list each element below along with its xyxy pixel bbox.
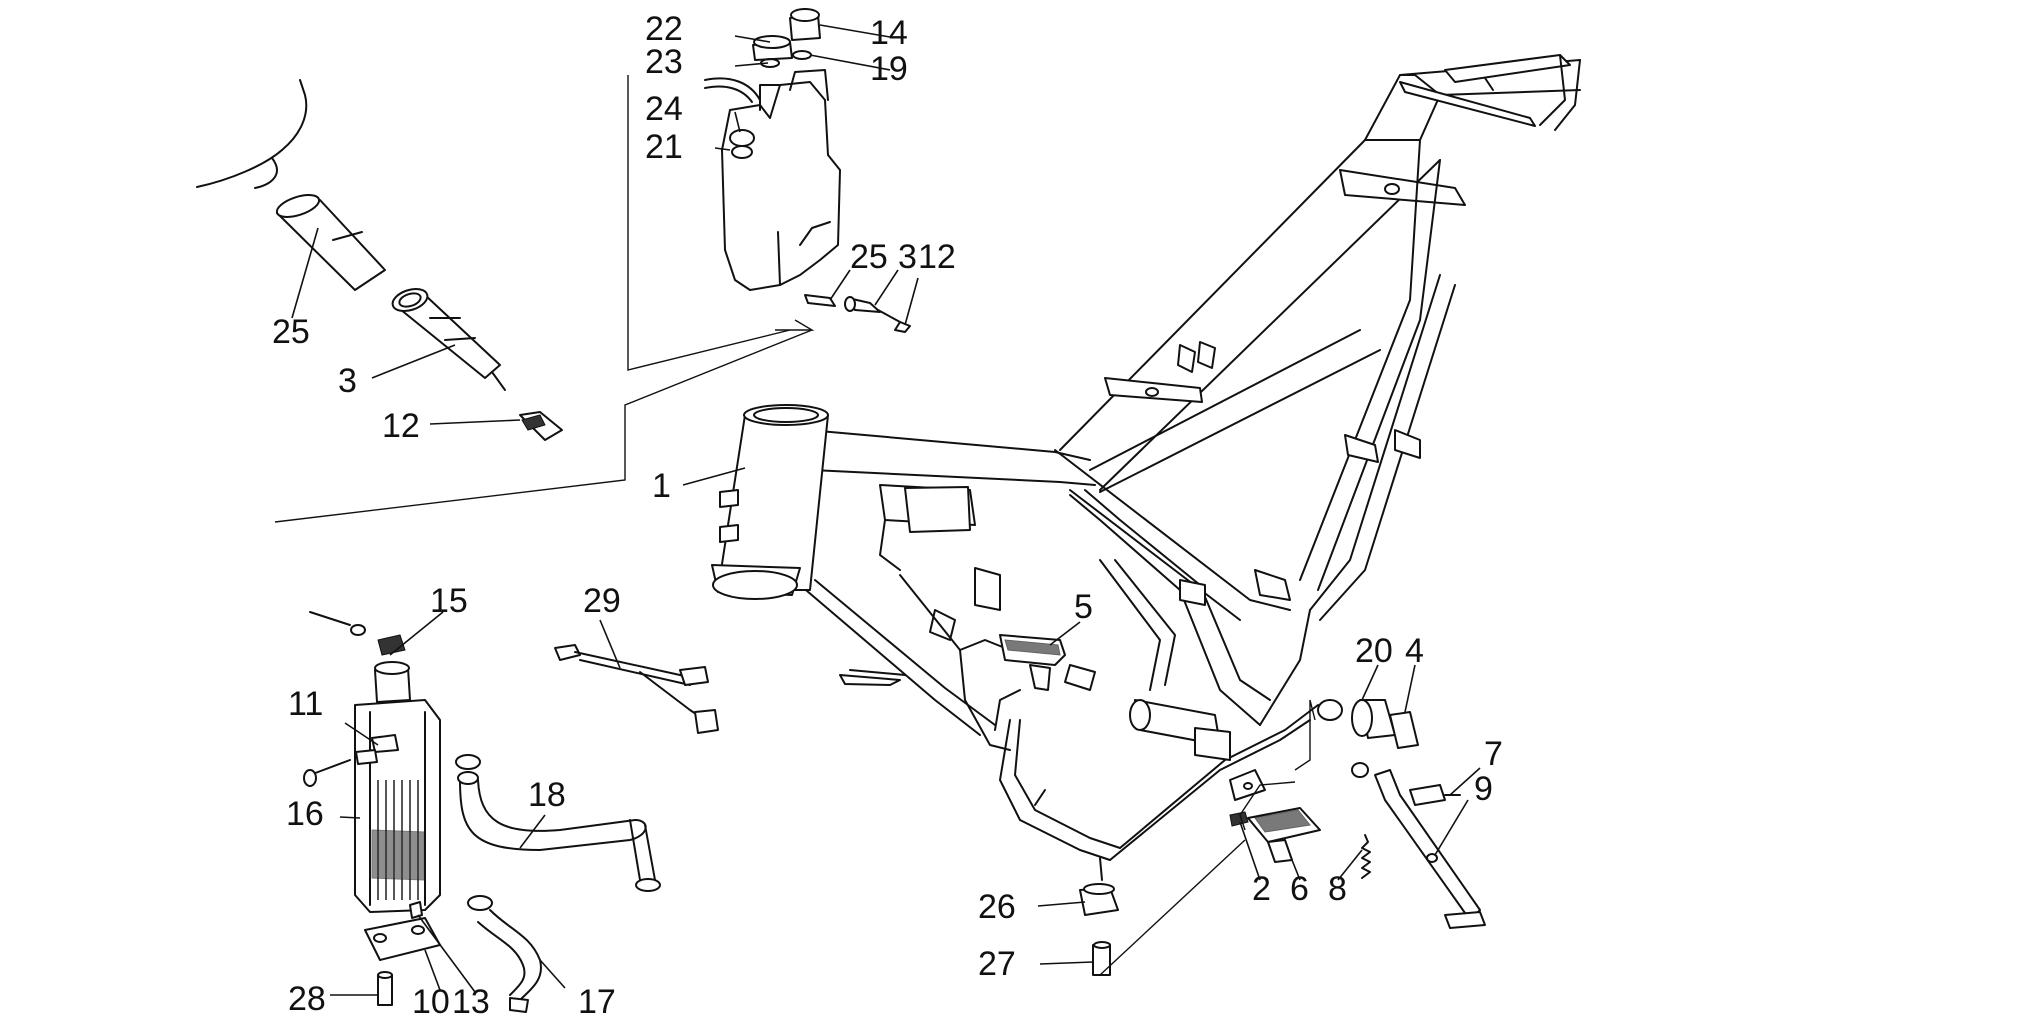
label-part-24: 24 bbox=[645, 90, 683, 128]
label-part-25-detail: 25 bbox=[272, 313, 310, 351]
label-part-5: 5 bbox=[1074, 588, 1093, 626]
label-part-23: 23 bbox=[645, 43, 683, 81]
label-part-20: 20 bbox=[1355, 632, 1393, 670]
leader-lines bbox=[291, 24, 1481, 996]
label-part-2: 2 bbox=[1252, 870, 1271, 908]
label-part-15: 15 bbox=[430, 582, 468, 620]
label-part-1: 1 bbox=[652, 467, 671, 505]
frame bbox=[711, 54, 1581, 881]
callout-lines bbox=[274, 75, 815, 523]
oil-tank bbox=[704, 8, 911, 333]
label-part-14: 14 bbox=[870, 14, 908, 52]
radiator bbox=[303, 611, 661, 1013]
label-part-8: 8 bbox=[1328, 870, 1347, 908]
label-part-27: 27 bbox=[978, 945, 1016, 983]
label-part-7: 7 bbox=[1484, 735, 1503, 773]
label-part-3-detail: 3 bbox=[338, 362, 357, 400]
label-part-6: 6 bbox=[1290, 870, 1309, 908]
label-part-12-detail: 12 bbox=[382, 407, 420, 445]
label-part-22: 22 bbox=[645, 10, 683, 48]
label-part-11: 11 bbox=[288, 685, 323, 723]
label-part-29: 29 bbox=[583, 582, 621, 620]
label-part-16: 16 bbox=[286, 795, 324, 833]
label-part-18: 18 bbox=[528, 776, 566, 814]
label-part-26: 26 bbox=[978, 888, 1016, 926]
bracket-29 bbox=[554, 644, 719, 734]
part-labels: 1 2 3 4 5 6 7 8 9 10 11 12 13 14 15 16 1… bbox=[272, 10, 1503, 1018]
label-part-25-tank: 25 bbox=[850, 238, 888, 276]
radiator-fins bbox=[371, 780, 425, 900]
label-part-4: 4 bbox=[1405, 632, 1424, 670]
label-part-17: 17 bbox=[578, 983, 616, 1018]
footrest-stand-group bbox=[999, 634, 1486, 976]
label-part-12-tank: 12 bbox=[918, 238, 956, 276]
label-part-28: 28 bbox=[288, 980, 326, 1018]
label-part-21: 21 bbox=[645, 128, 683, 166]
label-part-13: 13 bbox=[452, 983, 490, 1018]
label-part-9: 9 bbox=[1474, 770, 1493, 808]
label-part-3-tank: 3 bbox=[898, 238, 917, 276]
label-part-10: 10 bbox=[412, 983, 450, 1018]
tank-outlet-detail bbox=[196, 79, 563, 441]
label-part-19: 19 bbox=[870, 50, 908, 88]
